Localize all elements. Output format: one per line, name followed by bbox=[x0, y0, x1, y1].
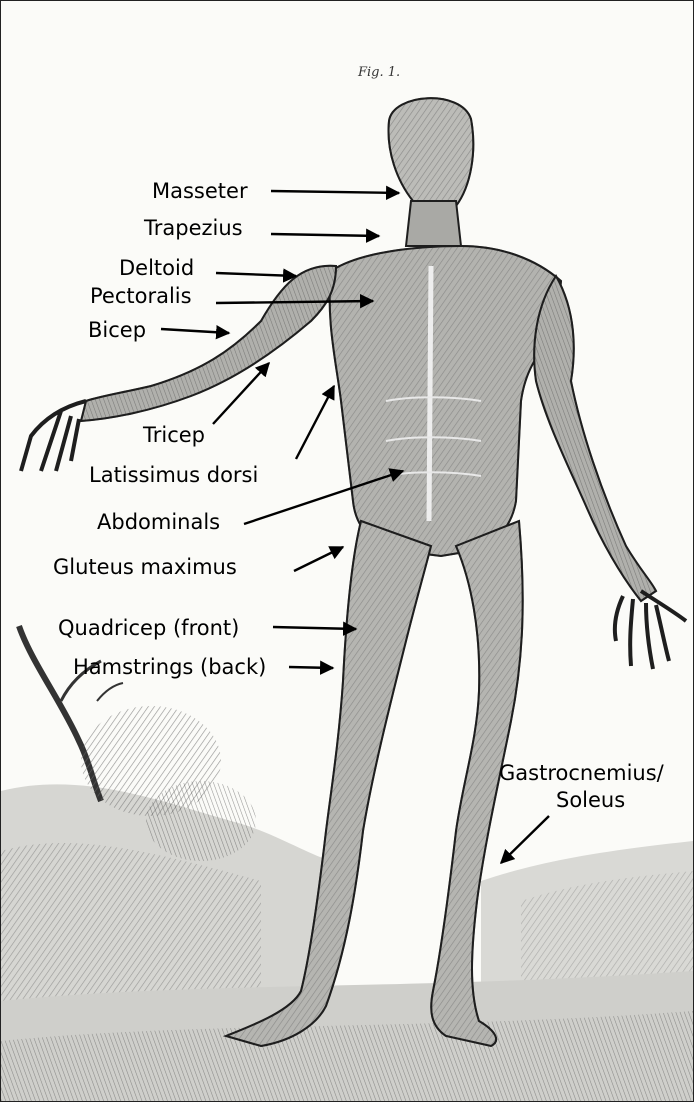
label-latissimus-dorsi: Latissimus dorsi bbox=[89, 465, 258, 486]
arrow-hamstrings bbox=[289, 667, 333, 668]
label-soleus: Soleus bbox=[556, 790, 625, 811]
label-gluteus-maximus: Gluteus maximus bbox=[53, 557, 237, 578]
arrow-quadricep bbox=[273, 627, 356, 629]
label-quadricep: Quadricep (front) bbox=[58, 618, 239, 639]
arrow-bicep bbox=[161, 329, 229, 333]
arrow-masseter bbox=[271, 191, 399, 193]
arrow-deltoid bbox=[216, 273, 296, 276]
arrow-trapezius bbox=[271, 234, 379, 236]
label-hamstrings: Hamstrings (back) bbox=[73, 657, 266, 678]
arrow-gastrocnemius bbox=[501, 816, 549, 863]
label-masseter: Masseter bbox=[152, 181, 248, 202]
label-tricep: Tricep bbox=[143, 425, 205, 446]
arrow-gluteus bbox=[294, 547, 343, 571]
label-pectoralis: Pectoralis bbox=[90, 286, 192, 307]
label-deltoid: Deltoid bbox=[119, 258, 194, 279]
label-trapezius: Trapezius bbox=[144, 218, 243, 239]
arrow-latissimus bbox=[296, 386, 334, 459]
label-gastrocnemius: Gastrocnemius/ bbox=[499, 763, 664, 784]
label-abdominals: Abdominals bbox=[97, 512, 220, 533]
label-bicep: Bicep bbox=[88, 320, 146, 341]
plate-mark: Fig. 1. bbox=[358, 65, 400, 80]
